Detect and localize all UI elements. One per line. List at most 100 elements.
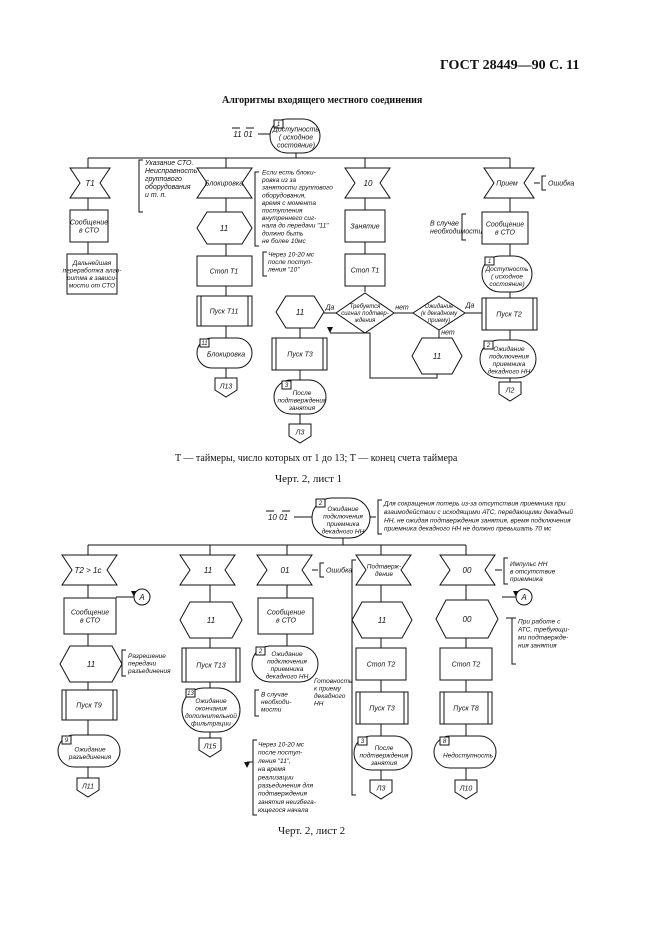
- diagram-label: Стоп Т1: [351, 267, 380, 274]
- diagram-label: Указание СТО.: [144, 160, 193, 167]
- diagram-label: в СТО: [495, 229, 516, 236]
- diagram-label: в СТО: [80, 617, 101, 624]
- diagram-label: подключения: [267, 658, 307, 666]
- sheet2-c1-num: [61, 735, 72, 745]
- sheet1-start-t2: [481, 297, 538, 331]
- diagram-label: после поступ-: [258, 750, 303, 757]
- sheet2-top-signals: 10 01: [268, 513, 288, 522]
- sheet2-input-11: [179, 554, 236, 586]
- diagram-label: занятости группового: [261, 185, 333, 192]
- diagram-label: в СТО: [79, 227, 100, 234]
- diagram-label: Неисправность: [145, 168, 198, 175]
- diagram-label: Пуск Т3: [287, 351, 313, 358]
- diagram-label: занятия: [370, 760, 398, 767]
- sheet2-c3-msg: [257, 597, 314, 635]
- diagram-label: мости от СТО: [69, 283, 115, 290]
- diagram-label: После: [293, 390, 312, 397]
- sheet2-input-01: [256, 554, 313, 586]
- sheet2-c1-start: [61, 689, 118, 721]
- diagram-label: НН, не ожидая подтверждения занятия, вре…: [384, 516, 571, 524]
- diagram-label: группового: [145, 176, 182, 183]
- sheet1-state-text: Доступность: [272, 126, 319, 133]
- diagram-label: разъединения для: [257, 782, 314, 790]
- diagram-label: (к декадному: [421, 311, 458, 317]
- diagram-label: Пуск Т2: [496, 311, 522, 318]
- sheet1-connector-l13: [214, 377, 238, 398]
- sheet1-connector-l3-label: Л3: [295, 429, 305, 436]
- sheet2-state-num: [315, 498, 326, 508]
- sheet1-state-num: [273, 119, 284, 129]
- diagram-label: ющегося начала: [258, 807, 309, 814]
- diagram-label: состояние): [489, 281, 524, 288]
- diagram-label: НН: [314, 701, 324, 708]
- diagram-label: АТС, требующи-: [517, 626, 570, 634]
- diagram-label: ния занятия: [518, 643, 557, 650]
- diagram-label: 10: [364, 179, 373, 188]
- sheet2-c3-err-bracket: [319, 562, 324, 578]
- diagram-label: декадного НН: [488, 368, 531, 376]
- sheet2-c5-num-label: 8: [443, 739, 447, 745]
- sheet2-c2-out: [179, 601, 243, 639]
- diagram-label: Ошибка: [326, 566, 352, 574]
- sheet2-connector-l11: [76, 777, 100, 798]
- diagram-label: Стоп Т2: [367, 661, 396, 668]
- diagram-label: Да: [325, 304, 335, 311]
- diagram-label: дополнительной: [185, 712, 237, 720]
- diagram-label: 11: [87, 660, 95, 669]
- sheet1-col2-note2-bracket: [262, 251, 267, 277]
- diagram-label: Через 10-20 мс: [258, 742, 305, 749]
- arrow-head: [327, 327, 333, 333]
- diagram-label: подтверждения: [360, 751, 409, 759]
- sheet2-c5-num: [439, 736, 450, 746]
- legend-note: T — таймеры, число которых от 1 до 13; T…: [175, 453, 457, 464]
- sheet2-c3-note1-bracket: [254, 689, 259, 717]
- diagram-label: ровка из за: [261, 177, 297, 184]
- diagram-label: Ожидание: [425, 304, 454, 310]
- sheet2-c2-num-label: 13: [187, 691, 194, 697]
- sheet2-state-wait: [311, 497, 371, 539]
- diagram-label: фильтрации: [191, 721, 231, 728]
- sheet2-c5-start: [439, 691, 493, 725]
- diagram-label: внутреннего сиг-: [262, 215, 317, 222]
- diagram-label: необходимости: [430, 227, 482, 235]
- diagram-label: необходи-: [261, 698, 292, 706]
- sheet2-connector-l3-label: Л3: [376, 785, 386, 792]
- diagram-label: приемника: [327, 521, 360, 528]
- diagram-label: переработка алго-: [63, 267, 123, 275]
- sheet1-input-t1: [69, 167, 111, 199]
- sheet1-note-bracket: [138, 159, 143, 213]
- diagram-label: Блокировка: [207, 351, 245, 358]
- diagram-label: ления "10": [267, 267, 300, 274]
- diagram-label: мости: [261, 707, 282, 714]
- diagram-label: Ожидание: [271, 650, 303, 658]
- sheet2-c1-msg: [63, 597, 117, 635]
- sheet2-connector-a2: [515, 588, 533, 606]
- sheet1-task-seize: [344, 209, 386, 243]
- diagram-label: разъединения: [68, 753, 112, 761]
- diagram-label: занятия неизбега-: [257, 798, 317, 806]
- sheet2-input-t2: [61, 554, 118, 586]
- sheet2-c1-num-label: 9: [65, 738, 69, 744]
- diagram-label: приемника: [493, 361, 526, 368]
- sheet2-c4-side-line: [351, 559, 356, 796]
- diagram-label: 01: [281, 566, 290, 575]
- sheet1-stop-t1: [196, 255, 253, 287]
- sheet1-state-block: [196, 337, 253, 369]
- diagram-label: После: [375, 745, 394, 752]
- diagram-label: приему): [428, 318, 450, 324]
- diagram-label: 11: [204, 566, 212, 575]
- diagram-label: декадного НН: [266, 673, 309, 681]
- diagram-label: Ошибка: [548, 179, 574, 187]
- diagram-label: в СТО: [276, 617, 297, 624]
- diagram-label: T2 > 1c: [75, 566, 102, 575]
- diagram-label: 11: [220, 224, 228, 233]
- diagram-label: взаимодействии с исходящими АТС, передаю…: [384, 508, 573, 516]
- diagram-label: должно быть: [262, 229, 304, 237]
- sheet2-c2-state: [181, 687, 241, 733]
- diagram-label: сигнал подтвер-: [341, 311, 389, 317]
- sheet1-state-text: состояние): [277, 142, 315, 149]
- sheet2-input-confirm: [355, 554, 412, 586]
- sheet2-c5-note1-bracket: [503, 557, 508, 585]
